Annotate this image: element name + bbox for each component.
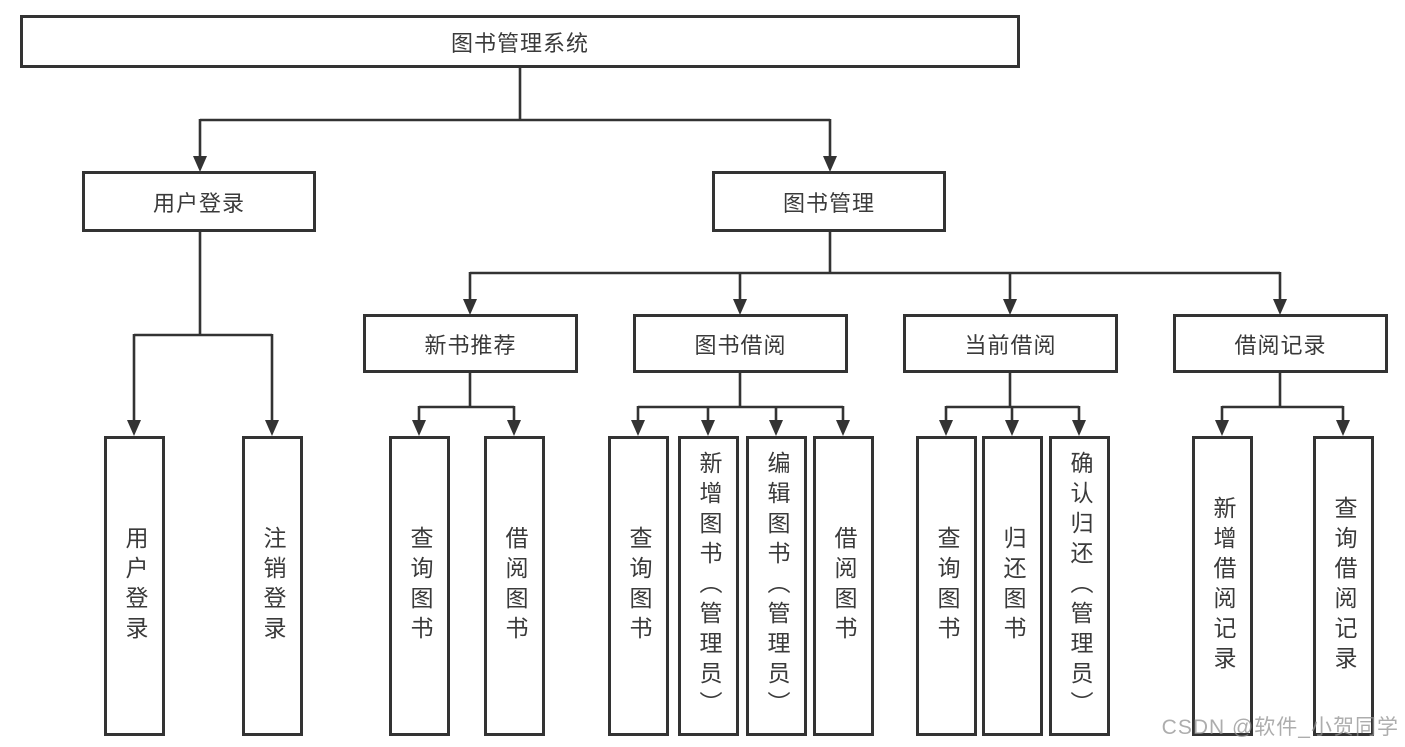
node-leaf-confirm-return-admin-label: 确认归还（管理员） [1067,451,1093,721]
node-leaf-return-books-label: 归还图书 [1000,526,1026,646]
node-leaf-add-borrow-record: 新增借阅记录 [1192,436,1253,736]
node-user-login: 用户登录 [82,171,316,232]
node-leaf-query-borrow-record-label: 查询借阅记录 [1331,496,1357,676]
node-leaf-edit-books-admin-label: 编辑图书（管理员） [764,451,790,721]
node-borrow-record-label: 借阅记录 [1234,332,1327,358]
node-leaf-query-books-1: 查询图书 [389,436,450,736]
node-leaf-query-borrow-record: 查询借阅记录 [1313,436,1374,736]
node-leaf-query-books-1-label: 查询图书 [407,526,433,646]
node-leaf-borrow-books-1: 借阅图书 [484,436,545,736]
node-leaf-user-login: 用户登录 [104,436,165,736]
node-current-borrow: 当前借阅 [903,314,1118,373]
node-leaf-borrow-books-2-label: 借阅图书 [831,526,857,646]
node-leaf-add-books-admin: 新增图书（管理员） [678,436,739,736]
node-root-system: 图书管理系统 [20,15,1020,68]
node-leaf-query-books-3: 查询图书 [916,436,977,736]
node-leaf-add-borrow-record-label: 新增借阅记录 [1210,496,1236,676]
node-leaf-confirm-return-admin: 确认归还（管理员） [1049,436,1110,736]
node-leaf-user-login-label: 用户登录 [122,526,148,646]
node-leaf-return-books: 归还图书 [982,436,1043,736]
node-new-book-recommend-label: 新书推荐 [424,332,517,358]
node-new-book-recommend: 新书推荐 [363,314,578,373]
node-user-login-label: 用户登录 [152,190,245,216]
node-root-system-label: 图书管理系统 [450,30,589,56]
node-leaf-query-books-2: 查询图书 [608,436,669,736]
node-book-borrow: 图书借阅 [633,314,848,373]
node-leaf-edit-books-admin: 编辑图书（管理员） [746,436,807,736]
node-leaf-query-books-2-label: 查询图书 [626,526,652,646]
node-leaf-logout-label: 注销登录 [260,526,286,646]
node-leaf-query-books-3-label: 查询图书 [934,526,960,646]
node-leaf-logout: 注销登录 [242,436,303,736]
node-book-management: 图书管理 [712,171,946,232]
node-leaf-add-books-admin-label: 新增图书（管理员） [696,451,722,721]
node-leaf-borrow-books-2: 借阅图书 [813,436,874,736]
node-book-borrow-label: 图书借阅 [694,332,787,358]
csdn-watermark: CSDN @软件_小贺同学 [1161,716,1399,739]
node-borrow-record: 借阅记录 [1173,314,1388,373]
node-leaf-borrow-books-1-label: 借阅图书 [502,526,528,646]
node-book-management-label: 图书管理 [782,190,875,216]
node-current-borrow-label: 当前借阅 [964,332,1057,358]
